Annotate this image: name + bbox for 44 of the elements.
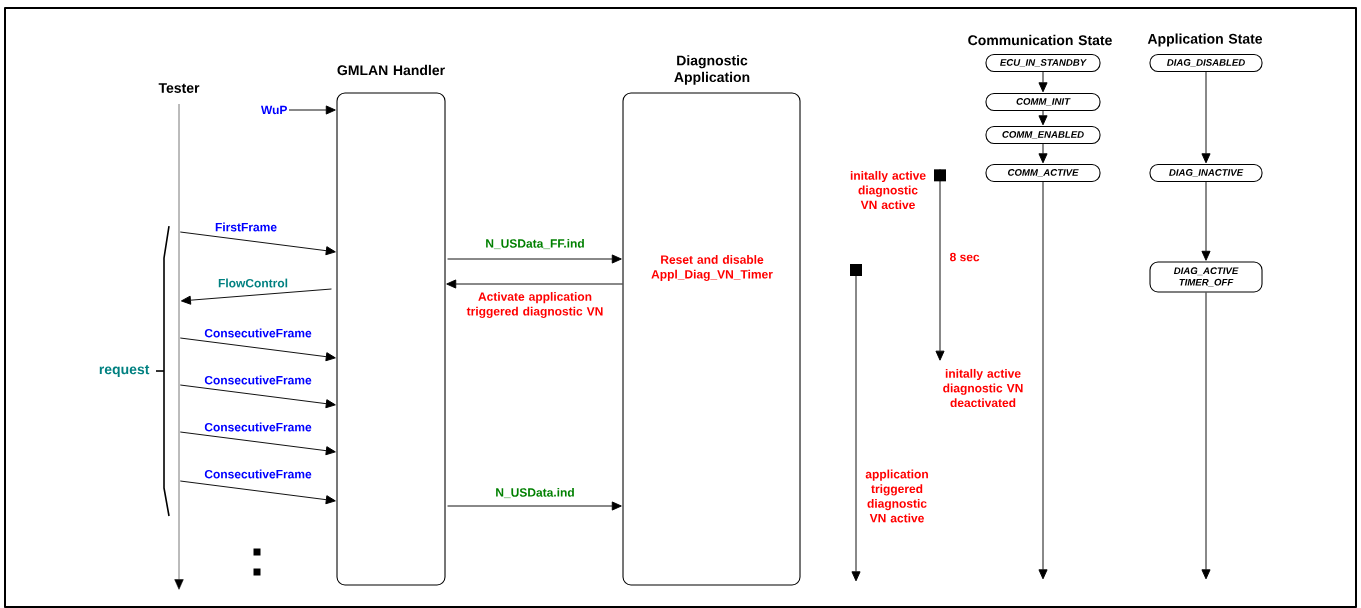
arrow xyxy=(1038,143,1048,164)
state-box: DIAG_INACTIVE xyxy=(1149,163,1263,183)
edge-label: ConsecutiveFrame xyxy=(204,375,312,385)
edge-label: ConsecutiveFrame xyxy=(204,469,312,479)
arrow xyxy=(180,288,332,305)
state-box: ECU_IN_STANDBY xyxy=(985,53,1101,73)
edge-label: FlowControl xyxy=(218,278,288,288)
edge-label: N_USData.ind xyxy=(496,487,574,499)
edge-label: 8 sec xyxy=(950,252,980,262)
arrow xyxy=(1038,181,1048,580)
arrow xyxy=(179,480,336,505)
annotation-text: application triggered diagnostic VN active xyxy=(865,469,928,523)
arrow xyxy=(1038,110,1048,126)
column-heading: Communication State xyxy=(968,34,1112,46)
state-box: DIAG_DISABLED xyxy=(1149,53,1263,73)
arrow xyxy=(1038,71,1048,93)
state-box: COMM_INIT xyxy=(985,92,1101,112)
arrow xyxy=(1201,181,1211,261)
state-box: COMM_ENABLED xyxy=(985,125,1101,145)
arrow xyxy=(447,254,622,264)
arrow xyxy=(447,501,622,511)
annotation-text: initally active diagnostic VN deactivated xyxy=(943,368,1023,408)
edge-label: ConsecutiveFrame xyxy=(204,422,312,432)
arrow xyxy=(1201,71,1211,164)
edge-label: N_USData_FF.ind xyxy=(486,238,584,250)
arrow xyxy=(179,231,336,256)
box-heading: Diagnostic Application xyxy=(674,55,750,85)
arrow xyxy=(179,431,336,456)
action-text: Reset and disable Appl_Diag_VN_Timer xyxy=(651,255,773,281)
annotation-text: initally active diagnostic VN active xyxy=(850,170,926,210)
arrow xyxy=(446,279,623,289)
message-label: WuP xyxy=(261,105,287,115)
arrow xyxy=(934,168,946,361)
edge-label: FirstFrame xyxy=(215,222,277,232)
edge-label: ConsecutiveFrame xyxy=(204,328,312,338)
arrow xyxy=(1201,292,1211,580)
edge-label: Activate application triggered diagnostic VN xyxy=(466,292,603,318)
lifeline-heading: Tester xyxy=(158,83,200,93)
state-box: COMM_ACTIVE xyxy=(985,163,1101,183)
box-heading: GMLAN Handler xyxy=(337,64,445,76)
state-box: DIAG_ACTIVE TIMER_OFF xyxy=(1149,261,1263,293)
arrow xyxy=(179,337,336,362)
arrow xyxy=(288,105,336,115)
arrow xyxy=(179,384,336,409)
